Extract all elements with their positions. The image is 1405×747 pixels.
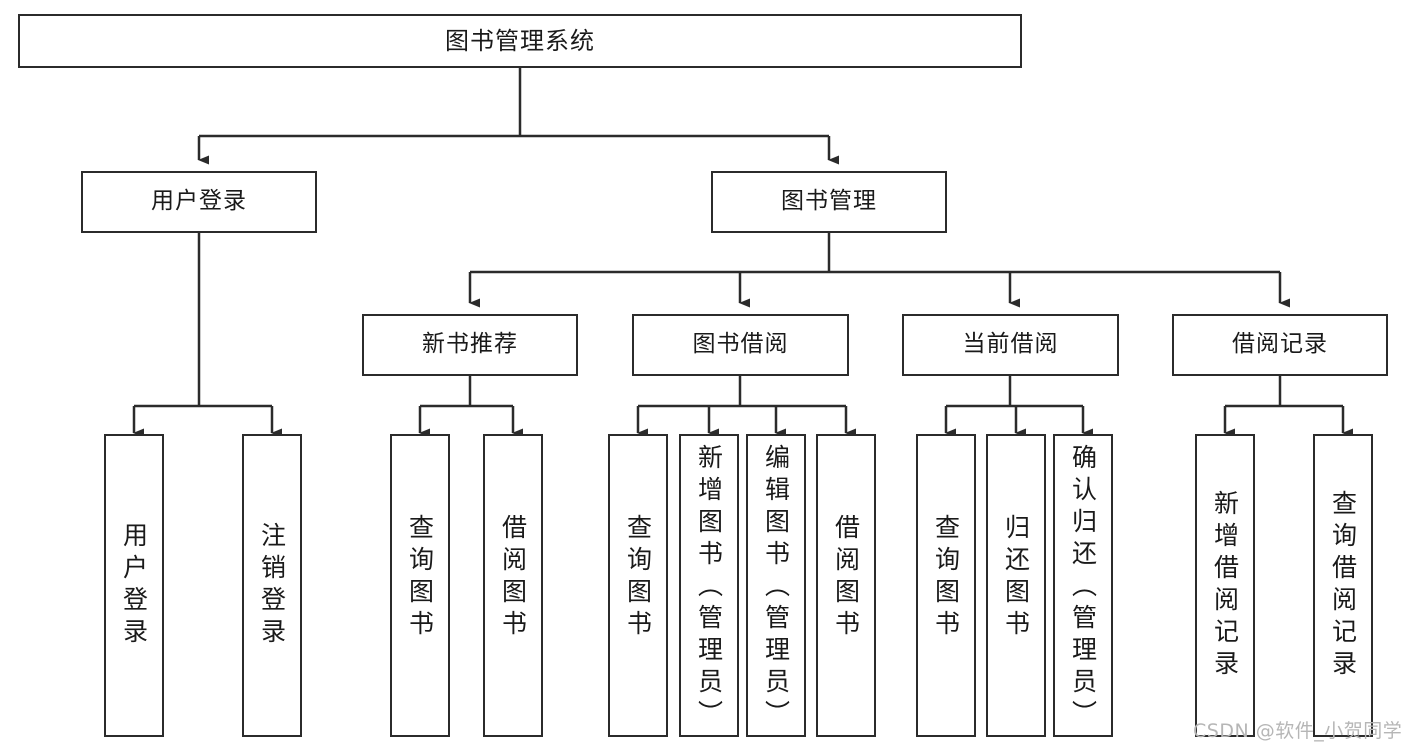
- node-label: 查询图书: [931, 514, 961, 642]
- node-label: 查询图书: [623, 514, 653, 642]
- node-edit-book-admin[interactable]: 编辑图书（管理员）: [746, 434, 806, 737]
- node-label: 新增图书（管理员）: [694, 444, 724, 732]
- node-label: 确认归还（管理员）: [1068, 444, 1098, 732]
- node-label: 归还图书: [1001, 514, 1031, 642]
- edges-group: [132, 68, 1353, 438]
- node-label: 查询借阅记录: [1328, 489, 1358, 682]
- node-root-system[interactable]: 图书管理系统: [18, 14, 1022, 68]
- node-book-manage[interactable]: 图书管理: [711, 171, 947, 233]
- node-return-book[interactable]: 归还图书: [986, 434, 1046, 737]
- node-user-login-action[interactable]: 用户登录: [104, 434, 164, 737]
- node-confirm-return-admin[interactable]: 确认归还（管理员）: [1053, 434, 1113, 737]
- csdn-watermark: CSDN @软件_小贺同学: [1193, 720, 1403, 742]
- node-query-book-recommend[interactable]: 查询图书: [390, 434, 450, 737]
- node-query-borrow-record[interactable]: 查询借阅记录: [1313, 434, 1373, 737]
- node-label: 借阅图书: [831, 514, 861, 642]
- node-add-book-admin[interactable]: 新增图书（管理员）: [679, 434, 739, 737]
- node-query-book-current[interactable]: 查询图书: [916, 434, 976, 737]
- node-user-login[interactable]: 用户登录: [81, 171, 317, 233]
- node-add-borrow-record[interactable]: 新增借阅记录: [1195, 434, 1255, 737]
- node-label: 借阅图书: [498, 514, 528, 642]
- node-label: 新增借阅记录: [1210, 489, 1240, 682]
- node-new-book-recommend[interactable]: 新书推荐: [362, 314, 578, 376]
- node-borrow-book-recommend[interactable]: 借阅图书: [483, 434, 543, 737]
- node-label: 注销登录: [257, 521, 287, 650]
- node-borrow-record[interactable]: 借阅记录: [1172, 314, 1388, 376]
- node-query-book-borrow[interactable]: 查询图书: [608, 434, 668, 737]
- node-logout-action[interactable]: 注销登录: [242, 434, 302, 737]
- node-label: 编辑图书（管理员）: [761, 444, 791, 732]
- node-label: 查询图书: [405, 514, 435, 642]
- node-borrow-book[interactable]: 借阅图书: [816, 434, 876, 737]
- node-label: 用户登录: [119, 521, 149, 650]
- node-current-borrow[interactable]: 当前借阅: [902, 314, 1119, 376]
- node-book-borrow[interactable]: 图书借阅: [632, 314, 849, 376]
